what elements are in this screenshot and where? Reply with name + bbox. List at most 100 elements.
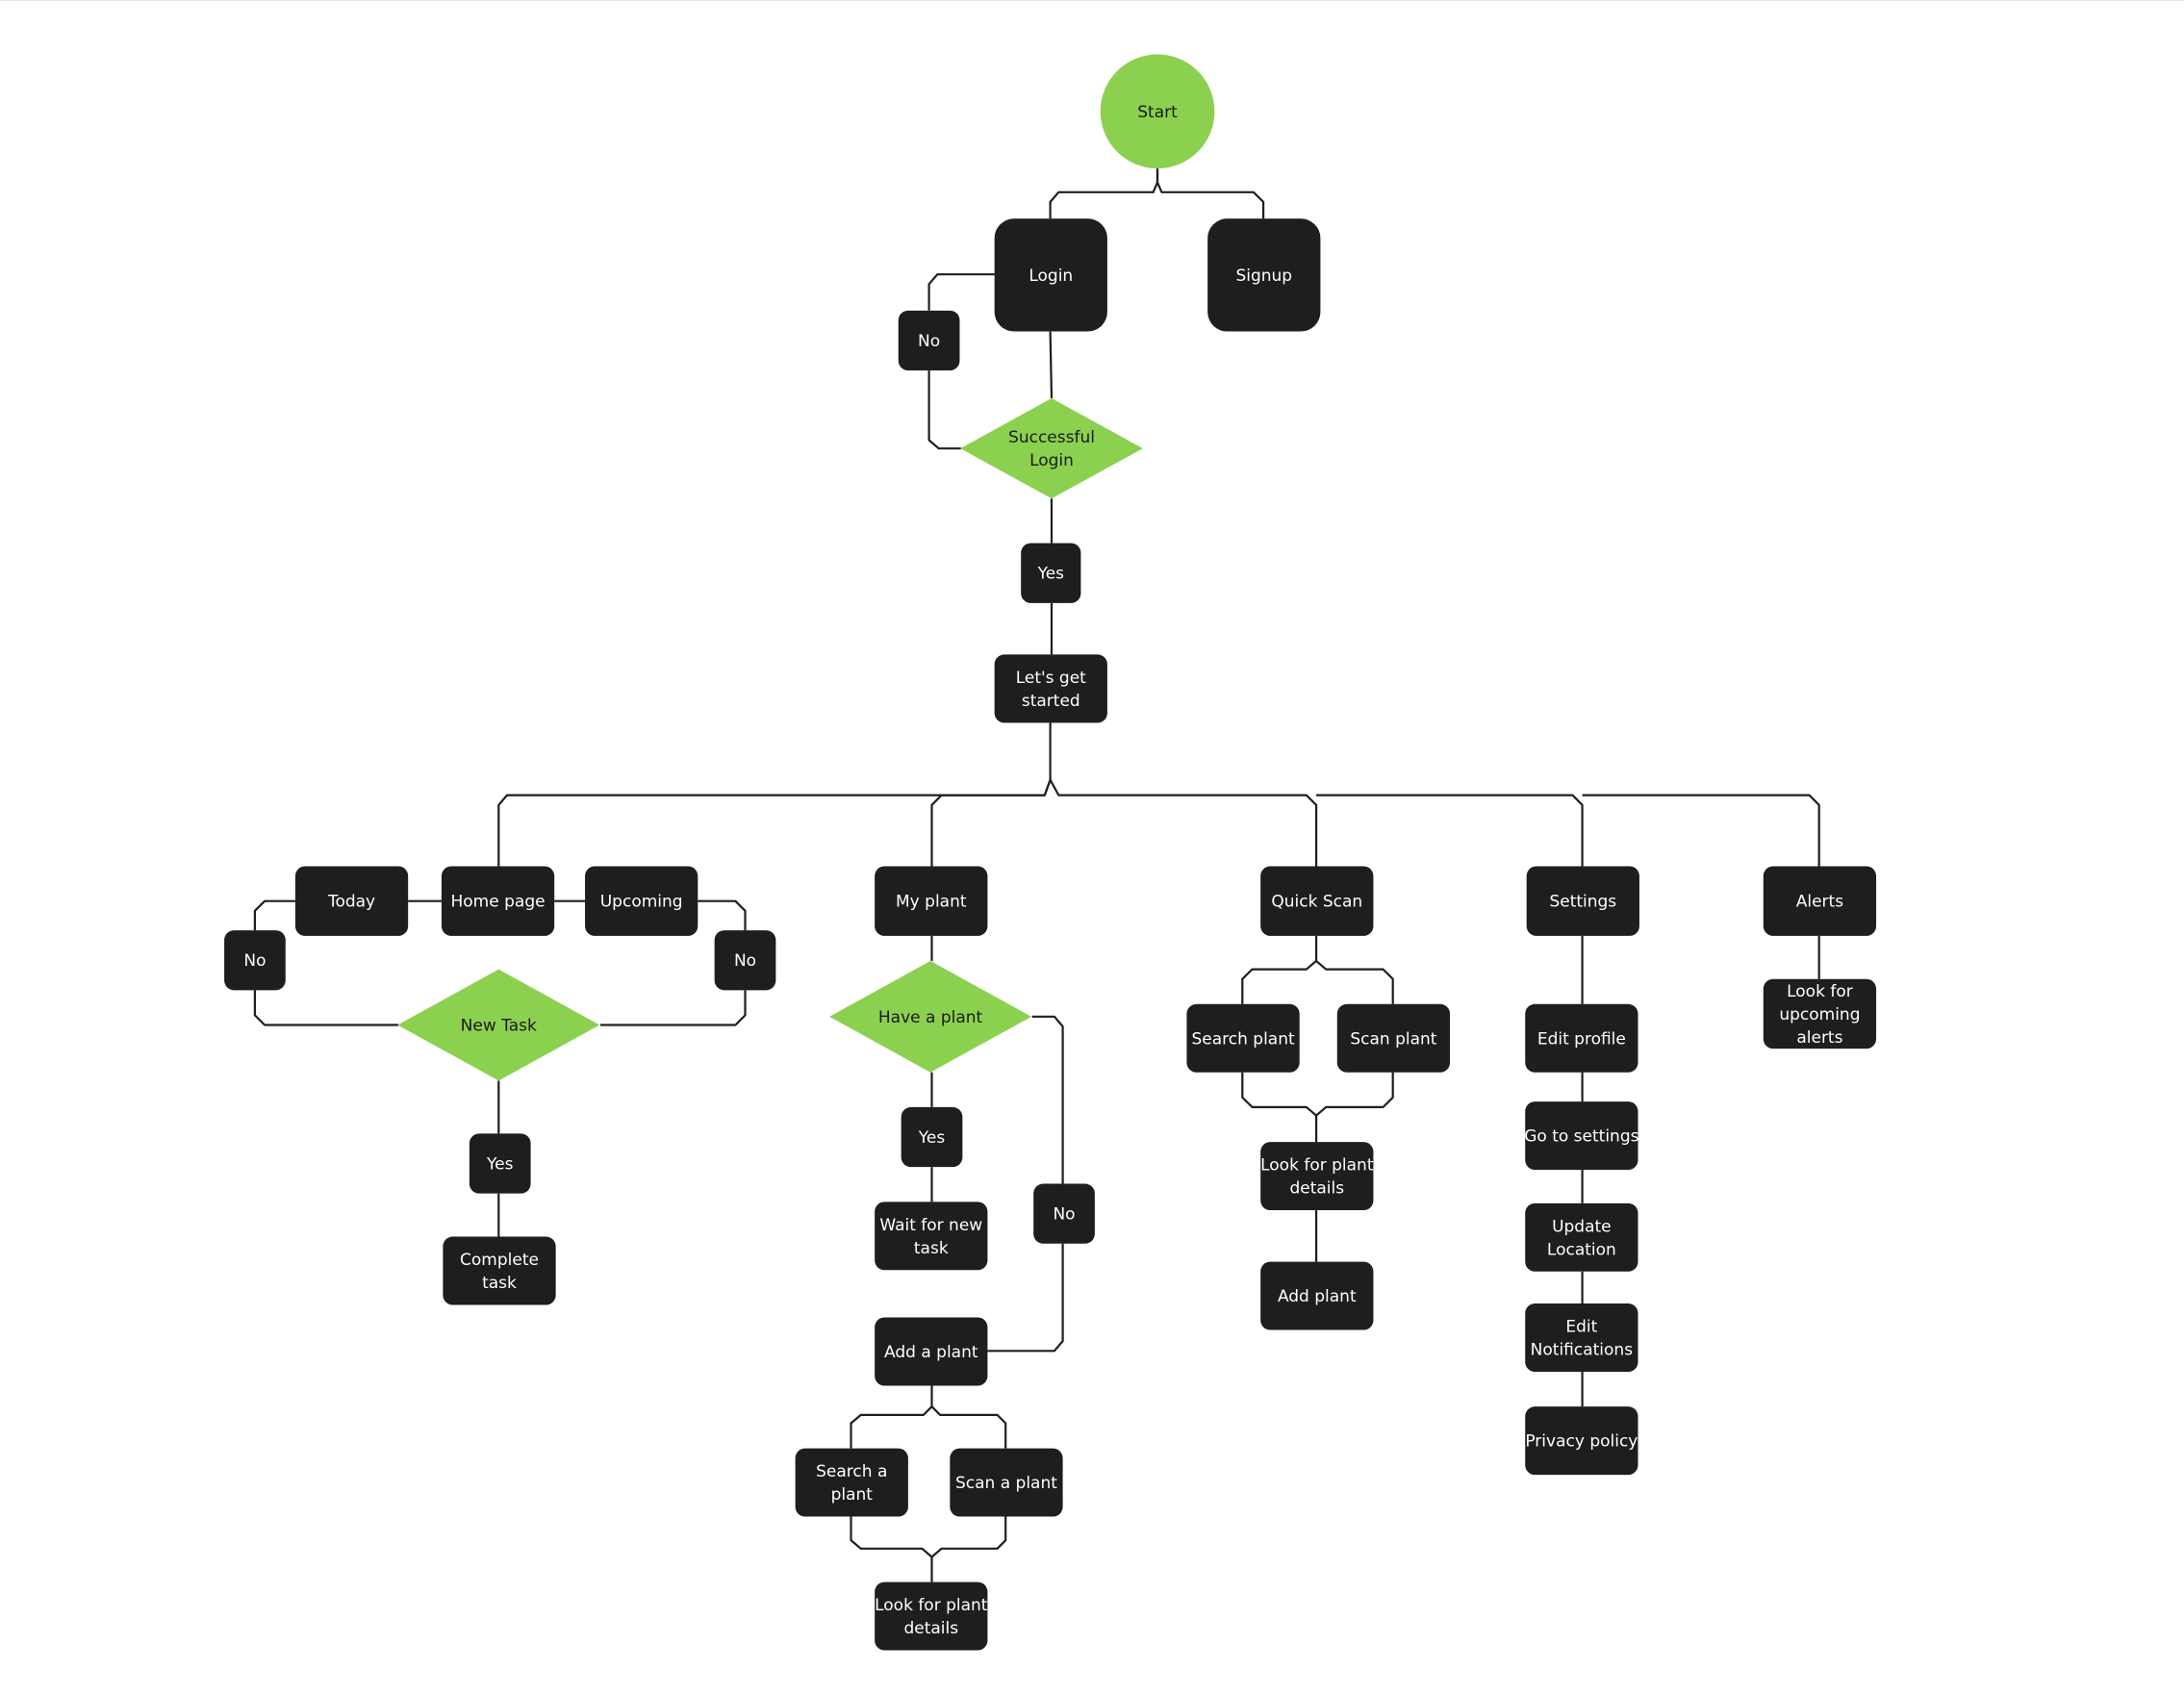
process-box: [443, 1236, 556, 1305]
home-page-node: Home page: [441, 866, 555, 936]
search-plant-label: Search plant: [1191, 1029, 1295, 1049]
connector-line: [1049, 168, 1159, 219]
connector-line: [930, 1516, 1007, 1558]
connectors: [253, 168, 1820, 1582]
add-plant-node: Add plant: [1260, 1261, 1374, 1330]
process-box: [1525, 1303, 1638, 1372]
privacy-policy-node: Privacy policy: [1525, 1406, 1638, 1476]
signup-label: Signup: [1235, 266, 1292, 286]
start-node: Start: [1100, 54, 1215, 169]
process-box: [1260, 1142, 1374, 1211]
process-box: [294, 866, 409, 936]
login-yes-label: Yes: [1037, 565, 1065, 584]
process-box: [714, 930, 776, 991]
connector-line: [600, 990, 747, 1026]
scan-plant-node: Scan plant: [1336, 1003, 1451, 1073]
connector-line: [927, 273, 995, 311]
edit-profile-label: Edit profile: [1537, 1029, 1626, 1049]
go-to-settings-node: Go to settings: [1524, 1101, 1639, 1171]
today-no-node: No: [224, 930, 286, 991]
settings-label: Settings: [1549, 893, 1616, 912]
new-task-label: New Task: [461, 1017, 537, 1036]
add-a-plant-node: Add a plant: [875, 1317, 988, 1386]
process-box: [994, 218, 1107, 332]
today-node: Today: [294, 866, 409, 936]
process-box: [469, 1133, 531, 1194]
connector-line: [1315, 1072, 1394, 1117]
upcoming-node: Upcoming: [585, 866, 698, 936]
process-box: [875, 1317, 988, 1386]
task-yes-node: Yes: [469, 1133, 531, 1194]
connector-line: [497, 722, 1052, 867]
connector-line: [1049, 779, 1318, 867]
my-plant-node: My plant: [875, 866, 988, 936]
connector-line: [1316, 794, 1584, 867]
my-plant-label: My plant: [896, 893, 967, 912]
process-box: [224, 930, 286, 991]
quick-scan-node: Quick Scan: [1260, 866, 1374, 936]
process-box: [1526, 866, 1639, 936]
login-no-node: No: [898, 310, 960, 371]
process-box: [875, 1581, 988, 1651]
login-yes-node: Yes: [1021, 543, 1081, 603]
top-divider: [0, 0, 2184, 1]
plant-no-node: No: [1033, 1183, 1095, 1244]
connector-line: [927, 370, 961, 450]
login-node: Login: [994, 218, 1107, 332]
process-box: [1336, 1003, 1451, 1073]
connector-line: [1155, 168, 1265, 219]
connector-line: [930, 779, 1052, 867]
process-box: [1525, 1202, 1638, 1272]
decision-diamond: [397, 969, 600, 1081]
process-box: [1525, 1101, 1638, 1171]
search-plant-node: Search plant: [1186, 1003, 1300, 1073]
process-box: [1763, 866, 1877, 936]
connector-line: [698, 899, 747, 931]
decision-diamond: [960, 398, 1143, 499]
add-a-plant-label: Add a plant: [884, 1343, 978, 1362]
decision-diamond: [829, 960, 1032, 1073]
connector-line: [850, 1385, 933, 1449]
process-box: [898, 310, 960, 371]
process-box: [994, 654, 1107, 723]
plant-no-label: No: [1053, 1205, 1075, 1225]
home-page-label: Home page: [451, 893, 546, 912]
have-a-plant-node: Have a plant: [829, 960, 1032, 1073]
have-a-plant-label: Have a plant: [878, 1008, 983, 1027]
task-yes-label: Yes: [486, 1155, 514, 1175]
plant-yes-label: Yes: [918, 1128, 946, 1148]
start-label: Start: [1137, 103, 1178, 122]
edit-profile-node: Edit profile: [1525, 1003, 1638, 1073]
connector-line: [850, 1516, 933, 1582]
add-plant-label: Add plant: [1278, 1287, 1357, 1306]
connector-line: [1582, 794, 1820, 867]
alerts-node: Alerts: [1763, 866, 1877, 936]
scan-a-plant-label: Scan a plant: [955, 1474, 1057, 1493]
privacy-policy-label: Privacy policy: [1525, 1432, 1638, 1452]
process-box: [875, 866, 988, 936]
process-box: [585, 866, 698, 936]
process-box: [901, 1106, 963, 1168]
login-label: Login: [1029, 266, 1073, 286]
connector-line: [1241, 935, 1318, 1004]
process-box: [1033, 1183, 1095, 1244]
today-label: Today: [327, 893, 375, 912]
process-box: [1207, 218, 1321, 332]
